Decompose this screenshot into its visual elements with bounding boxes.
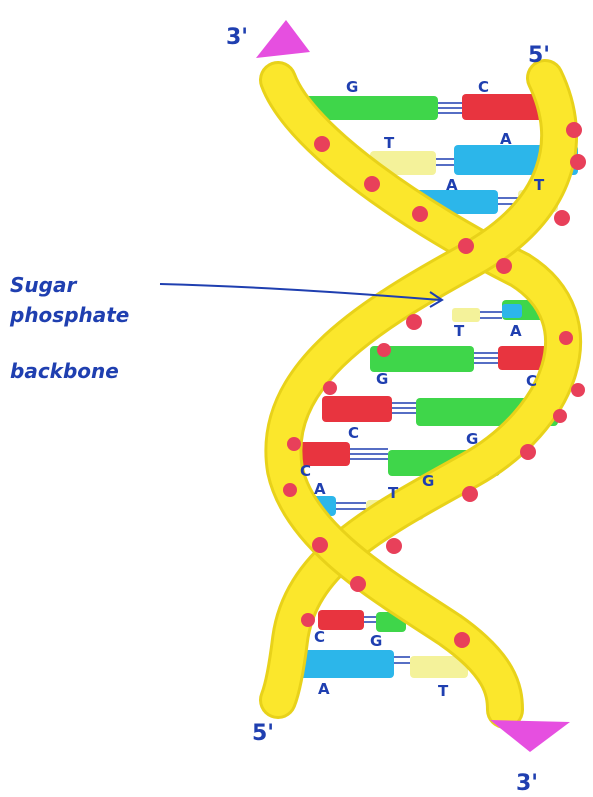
phosphate-dot [364,176,380,192]
phosphate-dot [496,258,512,274]
end-label-bottom-right: 3' [516,771,538,796]
end-marker-bottom-right [490,720,570,752]
backbone-label: Sugar phosphate backbone [9,273,129,383]
phosphate-dot [566,122,582,138]
base-letter: T [384,134,395,152]
phosphate-dot [323,381,337,395]
base-pair [284,650,468,678]
phosphate-dot [314,136,330,152]
base-letter: T [454,322,465,340]
phosphate-dot [458,238,474,254]
end-label-top-left: 3' [226,25,248,50]
phosphate-dot [454,632,470,648]
base-letter: T [438,682,449,700]
phosphate-dot [462,486,478,502]
phosphate-dot [301,613,315,627]
label-line-3: backbone [10,359,119,383]
phosphate-dot [554,210,570,226]
phosphate-dot [312,537,328,553]
base-letter: T [534,176,545,194]
phosphate-dot [377,343,391,357]
phosphate-dot [406,314,422,330]
end-label-bottom-left: 5' [252,721,274,746]
base-letter: G [376,370,388,388]
base-letter: G [370,632,382,650]
phosphate-dot [571,383,585,397]
phosphate-dot [287,437,301,451]
phosphate-dot [570,154,586,170]
base-letter: T [388,484,399,502]
base-letter: C [300,462,311,480]
base-letter: G [466,430,478,448]
base-letter: C [348,424,359,442]
base-letter: A [314,480,326,498]
base-pair [370,346,560,372]
phosphate-dot [386,538,402,554]
base-t [452,308,480,322]
label-line-1: Sugar [10,273,77,297]
phosphate-dot [553,409,567,423]
phosphate-dot [412,206,428,222]
end-marker-top-left [256,20,310,58]
base-letter: A [446,176,458,194]
base-c [322,396,392,422]
base-letter: A [318,680,330,698]
base-c [318,610,364,630]
base-letter: G [422,472,434,490]
base-letter: C [314,628,325,646]
base-letter: G [346,78,358,96]
base-letter: A [510,322,522,340]
base-letter: C [478,78,489,96]
end-label-top-right: 5' [528,43,550,68]
phosphate-dot [520,444,536,460]
base-letter: A [500,130,512,148]
phosphate-dot [559,331,573,345]
phosphate-dot [283,483,297,497]
phosphate-dot [350,576,366,592]
base-letter: C [526,372,537,390]
label-line-2: phosphate [9,303,129,327]
base-pair [298,94,560,120]
